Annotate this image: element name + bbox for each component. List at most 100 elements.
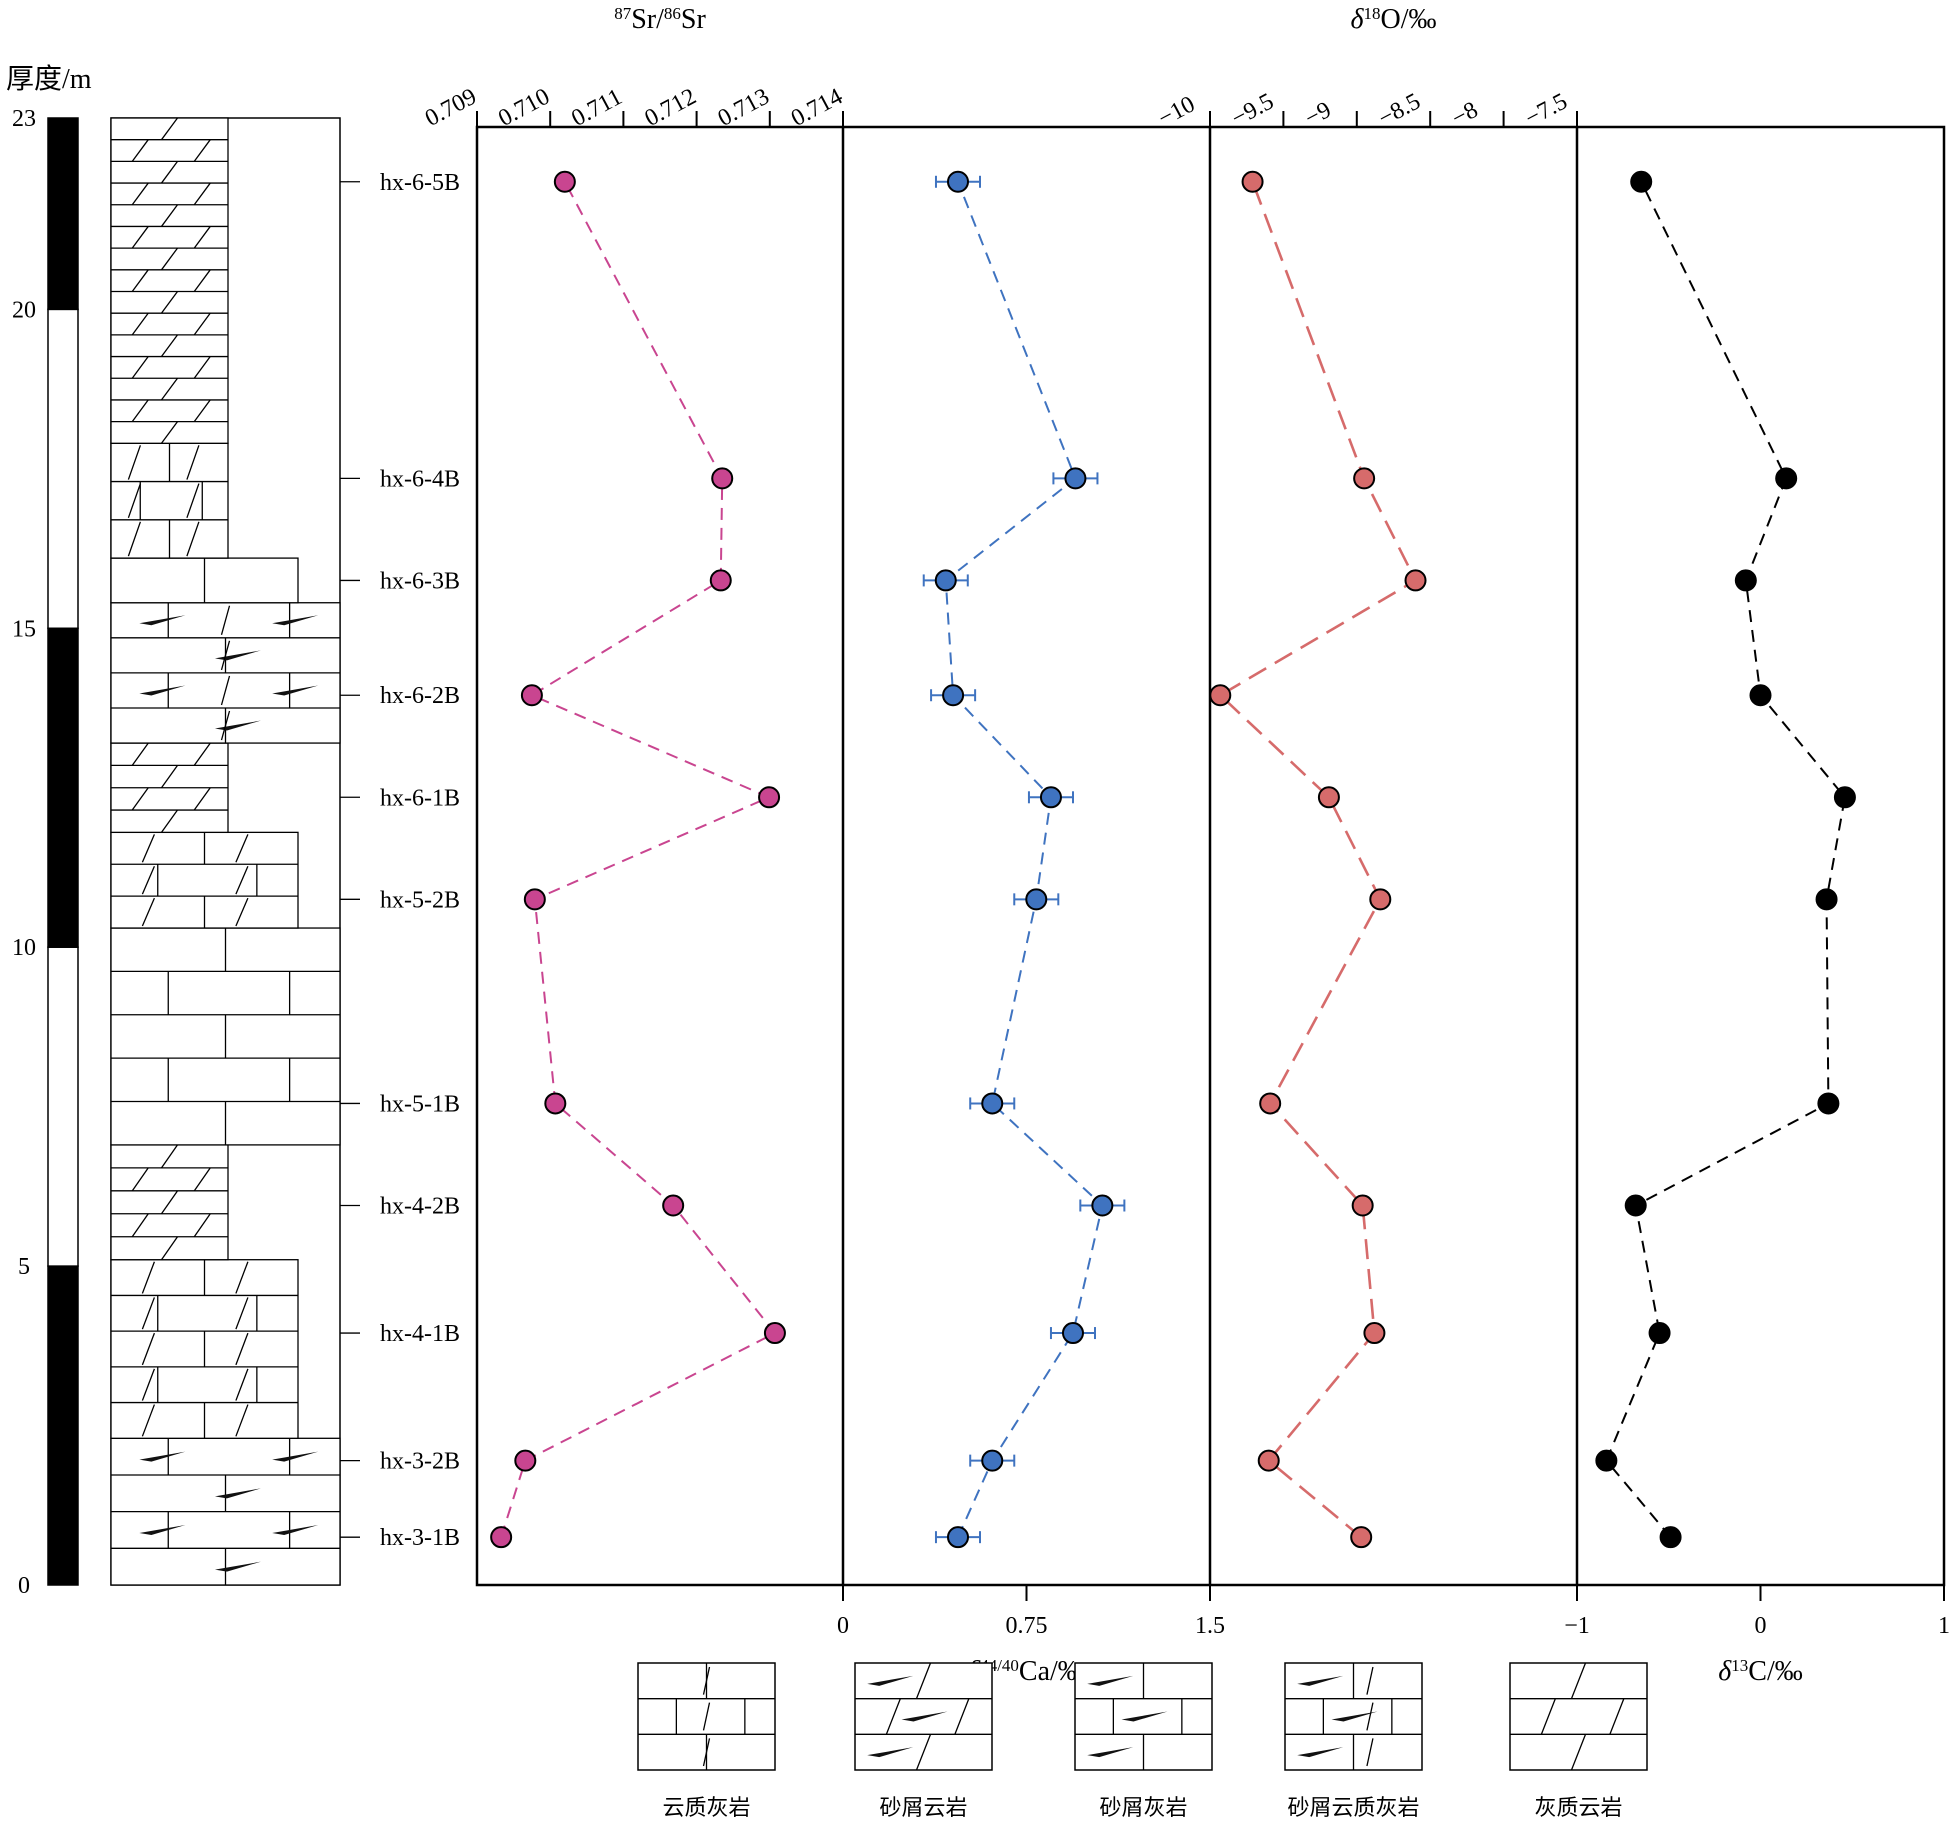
c-data-point bbox=[1734, 569, 1757, 592]
axis-title-part: 18 bbox=[1364, 4, 1381, 23]
sr-axis-title: 87Sr/86Sr bbox=[614, 4, 706, 36]
sample-label: hx-6-1B bbox=[380, 785, 460, 811]
rhomb-line bbox=[131, 182, 149, 206]
rhomb-line bbox=[193, 399, 211, 422]
y-axis-label: 厚度/m bbox=[6, 63, 92, 95]
axis-title-part: Sr bbox=[681, 4, 707, 35]
rhomb-line bbox=[235, 1261, 249, 1294]
lithology-unit bbox=[110, 557, 299, 604]
sand-grain-mark bbox=[1087, 1675, 1134, 1686]
rhomb-line bbox=[131, 742, 149, 766]
lithology-unit bbox=[110, 1259, 299, 1439]
scale-bar-segment bbox=[47, 627, 79, 948]
rhomb-line bbox=[235, 865, 249, 895]
sand-grain-mark bbox=[1297, 1675, 1344, 1686]
sand-grain-mark bbox=[214, 650, 261, 661]
rhomb-line bbox=[193, 269, 211, 292]
rhomb-line bbox=[131, 787, 149, 811]
sand-grain-mark bbox=[901, 1711, 948, 1722]
sand-grain-mark bbox=[272, 685, 319, 696]
sr-data-point bbox=[490, 1526, 513, 1549]
legend-label: 云质灰岩 bbox=[662, 1796, 750, 1821]
legend-rhomb-tick bbox=[702, 1738, 711, 1767]
legend-item: 砂屑云岩 bbox=[879, 1796, 967, 1821]
lithology-unit bbox=[110, 1437, 341, 1586]
lithology-column bbox=[110, 117, 341, 1586]
y-tick-label: 23 bbox=[12, 106, 36, 132]
rhomb-line bbox=[131, 269, 149, 292]
c-data-point bbox=[1815, 888, 1838, 911]
scale-bar-segment bbox=[47, 117, 79, 311]
lithology-unit-box bbox=[110, 117, 229, 444]
c-data-point bbox=[1817, 1092, 1840, 1115]
rhomb-line bbox=[141, 1261, 156, 1294]
rhomb-line bbox=[186, 521, 200, 557]
lithology-unit bbox=[110, 831, 299, 929]
sr-tick-label: 0.709 bbox=[421, 84, 481, 132]
lithology-unit bbox=[110, 442, 229, 559]
o-data-point bbox=[1350, 1526, 1373, 1549]
lithology-unit bbox=[110, 1144, 229, 1261]
ca-data-point bbox=[1064, 467, 1087, 490]
sample-label: hx-6-3B bbox=[380, 568, 460, 594]
legend-rhomb-line bbox=[885, 1698, 901, 1735]
rhomb-line bbox=[131, 139, 149, 162]
legend-rhomb-tick bbox=[1366, 1702, 1374, 1731]
lithology-unit bbox=[110, 117, 229, 444]
legend-rhomb-line bbox=[1570, 1734, 1587, 1771]
sr-tick-label: 0.714 bbox=[787, 84, 847, 132]
rhomb-line bbox=[235, 834, 249, 863]
sr-data-point bbox=[711, 467, 734, 490]
sand-grain-mark bbox=[139, 1524, 186, 1535]
c-series-line bbox=[1605, 181, 1846, 1538]
sample-label: hx-3-2B bbox=[380, 1449, 460, 1475]
sand-grain-mark bbox=[272, 615, 319, 626]
legend-item: 砂屑灰岩 bbox=[1099, 1796, 1187, 1821]
sand-grain-mark bbox=[272, 1451, 319, 1462]
legend-item: 砂屑云质灰岩 bbox=[1287, 1796, 1419, 1821]
ca-data-point bbox=[934, 569, 957, 592]
c-axis-title: δ13C/‰ bbox=[1718, 1656, 1802, 1688]
legend-label: 砂屑云质灰岩 bbox=[1287, 1796, 1419, 1821]
axis-title-part: 86 bbox=[664, 4, 681, 23]
ca-tick-label: 1.5 bbox=[1195, 1613, 1225, 1639]
ca-tick-label: 0 bbox=[837, 1613, 849, 1639]
ca-data-point bbox=[1091, 1194, 1114, 1217]
ca-data-point bbox=[1039, 786, 1062, 809]
sr-series-line bbox=[500, 181, 777, 1538]
sand-grain-mark bbox=[214, 720, 261, 731]
rhomb-line bbox=[193, 356, 211, 379]
legend-rhomb-line bbox=[1540, 1698, 1556, 1735]
rhomb-line bbox=[160, 247, 179, 271]
rhomb-line bbox=[235, 1297, 249, 1330]
sand-grain-mark bbox=[1121, 1711, 1168, 1722]
sample-label: hx-4-2B bbox=[380, 1193, 460, 1219]
o-tick-label: −9.5 bbox=[1227, 88, 1278, 131]
rhomb-line bbox=[141, 1297, 156, 1330]
sand-grain-mark bbox=[1297, 1747, 1344, 1758]
c-tick-label: 1 bbox=[1938, 1613, 1949, 1639]
sample-label: hx-6-4B bbox=[380, 466, 460, 492]
legend-swatch bbox=[1509, 1662, 1648, 1771]
sr-tick-label: 0.710 bbox=[494, 84, 554, 132]
o-data-point bbox=[1363, 1322, 1386, 1345]
axis-title-part: C/‰ bbox=[1748, 1656, 1802, 1687]
rhomb-line bbox=[160, 117, 179, 141]
lithology-unit bbox=[110, 742, 229, 834]
lithology-legend: 云质灰岩砂屑云岩砂屑灰岩砂屑云质灰岩灰质云岩 bbox=[637, 1662, 1648, 1821]
sr-data-point bbox=[523, 888, 546, 911]
sr-data-point bbox=[520, 684, 543, 707]
y-tick-label: 20 bbox=[12, 297, 36, 323]
ca-data-point bbox=[981, 1449, 1004, 1472]
rhomb-line bbox=[160, 1190, 179, 1215]
sand-grain-mark bbox=[867, 1675, 914, 1686]
rhomb-line bbox=[160, 291, 179, 314]
sr-tick-label: 0.713 bbox=[714, 84, 774, 132]
axes-labels: hx-3-1Bhx-3-2Bhx-4-1Bhx-4-2Bhx-5-1Bhx-5-… bbox=[380, 4, 1949, 1688]
rhomb-line bbox=[193, 1213, 211, 1238]
plot-frame bbox=[340, 125, 1946, 1587]
sr-data-point bbox=[763, 1322, 786, 1345]
rhomb-line bbox=[160, 160, 179, 184]
rhomb-line bbox=[193, 312, 211, 336]
legend-rhomb-tick bbox=[1366, 1666, 1374, 1695]
